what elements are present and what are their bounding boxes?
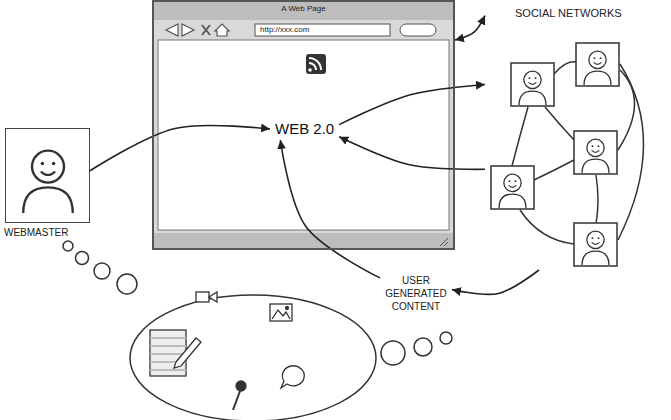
person-icon	[576, 43, 619, 86]
person-icon	[511, 63, 554, 106]
connector-arrow	[452, 270, 539, 294]
connector-arrow	[339, 85, 485, 125]
group-heading: SOCIAL NETWORKS	[515, 7, 665, 20]
person-icon	[574, 223, 617, 266]
connector-arrow	[455, 16, 485, 40]
content-label-box: USER GENERATED CONTENT	[380, 274, 452, 313]
browser-window: A Web Page http://xxx.comWEB 2.0	[152, 0, 455, 250]
connector-arrow	[280, 140, 380, 278]
person-icon	[574, 131, 617, 174]
role-label: WEBMASTER	[4, 227, 87, 239]
connector-arrow	[90, 125, 270, 170]
social-network-group: SOCIAL NETWORKS	[485, 5, 665, 270]
person-icon	[491, 166, 534, 209]
content-label: USER GENERATED CONTENT	[380, 274, 452, 313]
web-label-box: WEB 2.0	[270, 118, 339, 140]
webmaster-face	[23, 151, 73, 213]
webmaster-box: WEBMASTER	[5, 128, 90, 223]
address-url: http://xxx.com	[260, 25, 453, 35]
thought-bubble	[63, 241, 452, 420]
connector-arrow	[339, 137, 485, 170]
network-links	[512, 62, 644, 244]
web-label: WEB 2.0	[275, 120, 334, 138]
media-icons	[150, 292, 304, 410]
window-title: A Web Page	[154, 4, 453, 14]
